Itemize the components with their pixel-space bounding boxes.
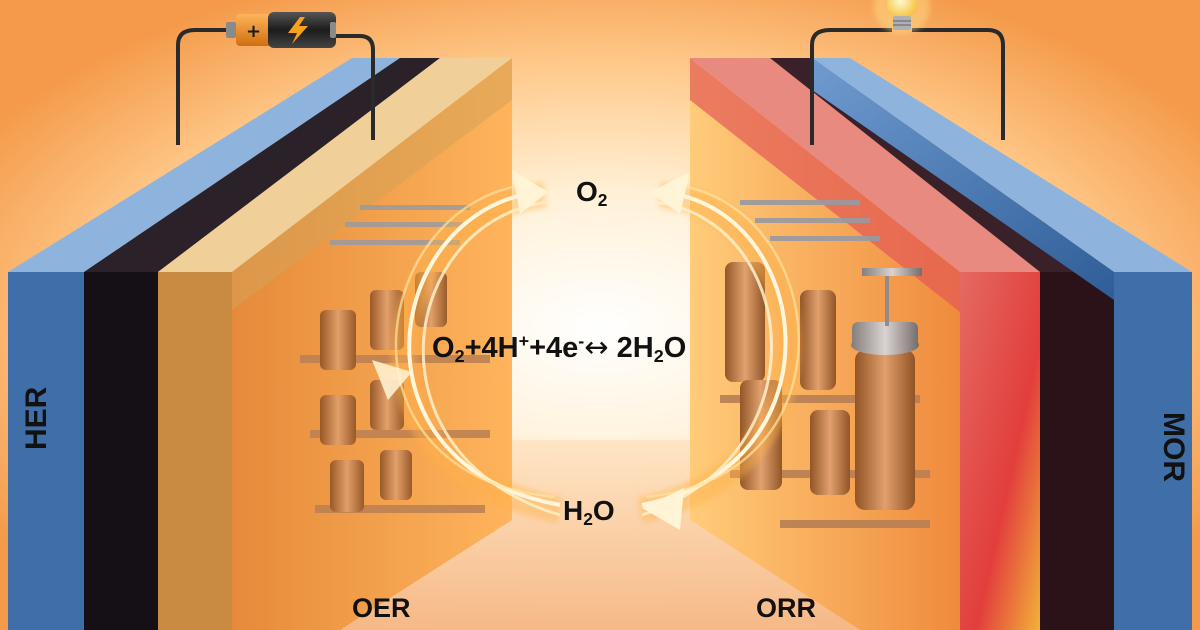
oer-electrode-face [158,272,232,630]
reaction-equation: O2+4H++4e-↔ 2H2O [432,330,687,367]
eq-electrons-sup: - [578,331,585,352]
oer-label: OER [352,593,411,623]
arrow-head-right-bottom [642,488,684,530]
membrane-left-face [84,272,158,630]
eq-arrow: ↔ [584,330,609,364]
lightning-bolt-icon [288,17,308,44]
mor-plate-side [812,58,1114,300]
eq-water-sub: 2 [653,346,664,367]
oer-electrode-top [158,58,512,272]
battery-icon: + [226,12,336,48]
arrow-head-left-bottom [372,360,412,400]
orr-label: ORR [756,593,816,623]
orr-electrode-shade [690,58,960,312]
eq-o: O [432,332,455,364]
eq-protons: +4H [464,332,519,364]
mor-label: MOR [1157,412,1190,482]
wire-left-anode [176,28,232,145]
eq-electrons: +4e [529,332,579,364]
orr-electrode-face [960,272,1040,630]
membrane-left-top [84,58,440,272]
her-plate-face [8,272,84,630]
oxygen-label: O2 [576,176,607,209]
wire-right-right [912,28,1005,140]
her-label: HER [20,386,53,450]
oer-electrode-shade [232,58,512,310]
arrow-head-right-top [650,172,690,214]
eq-o-sub: 2 [454,346,465,367]
eq-water: 2H [608,332,654,364]
oxygen-subscript: 2 [597,189,608,210]
eq-water-o: O [663,332,687,364]
wire-right-left [810,28,892,145]
mor-plate-face [1114,272,1192,630]
water-subscript: 2 [583,508,593,529]
wire-left-cathode [335,34,375,140]
mor-plate-top [812,58,1192,272]
orr-electrode-top [690,58,1040,272]
oxygen-symbol: O [576,176,598,207]
svg-text:+: + [246,21,261,42]
water-o: O [592,495,615,526]
water-h: H [563,495,584,526]
her-plate-top [8,58,400,272]
eq-protons-sup: + [518,331,530,352]
membrane-right-face [1040,272,1114,630]
water-label: H2O [563,495,615,528]
arrow-head-left-top [512,170,548,214]
external-circuit-wires [176,28,1005,145]
reaction-cycle-arrows [372,170,802,530]
light-bulb-icon [874,0,930,34]
